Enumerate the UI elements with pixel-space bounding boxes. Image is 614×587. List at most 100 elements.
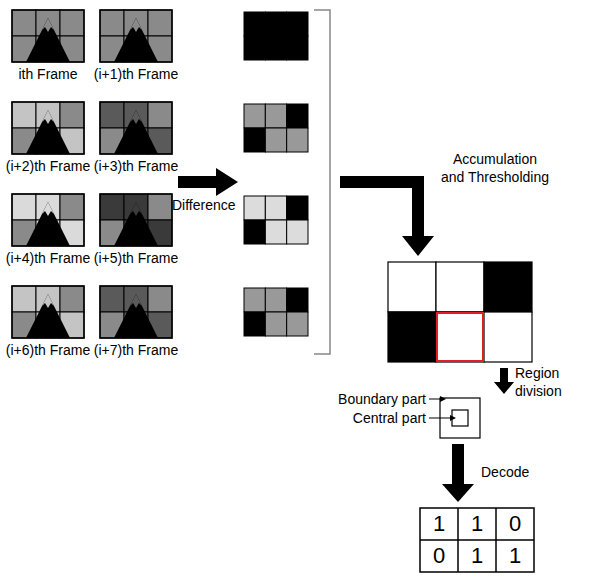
mountain bbox=[114, 294, 158, 338]
snow-cap bbox=[42, 294, 54, 308]
caption-label: (i+3)th Frame bbox=[94, 157, 178, 175]
frame-cell bbox=[148, 102, 172, 128]
frame-cell bbox=[60, 286, 84, 312]
caption-label: Accumulation and Thresholding bbox=[440, 150, 550, 186]
caption-label: Central part bbox=[353, 409, 426, 427]
frame-cell bbox=[100, 10, 124, 36]
difference-cell bbox=[287, 312, 308, 336]
mountain bbox=[114, 202, 158, 246]
frame-border bbox=[12, 102, 84, 154]
snow-cap bbox=[42, 18, 54, 32]
mountain bbox=[114, 18, 158, 62]
threshold-cell bbox=[436, 262, 484, 312]
frame-border bbox=[12, 194, 84, 246]
table-rule bbox=[495, 508, 497, 572]
frame-cell bbox=[148, 286, 172, 312]
caption-label: (i+2)th Frame bbox=[6, 157, 90, 175]
snow-cap bbox=[130, 294, 142, 308]
frame-cell bbox=[12, 102, 36, 128]
difference-cell bbox=[265, 220, 286, 244]
leader-line bbox=[429, 418, 451, 419]
caption-label: ith Frame bbox=[18, 65, 77, 83]
difference-cell bbox=[244, 312, 265, 336]
difference-cell bbox=[265, 104, 286, 128]
frame-border bbox=[100, 194, 172, 246]
difference-cell bbox=[244, 196, 265, 220]
difference-cell bbox=[265, 12, 286, 36]
snow-cap bbox=[42, 110, 54, 124]
difference-cell bbox=[244, 220, 265, 244]
mountain bbox=[26, 110, 70, 154]
generated-figures bbox=[12, 10, 532, 362]
table-rule bbox=[420, 539, 534, 541]
frame-cell bbox=[148, 194, 172, 220]
frame-border bbox=[100, 286, 172, 338]
caption-label: (i+7)th Frame bbox=[94, 341, 178, 359]
mountain bbox=[26, 294, 70, 338]
mountain bbox=[114, 110, 158, 154]
frame-cell bbox=[100, 102, 124, 128]
caption-label: Boundary part bbox=[338, 390, 426, 408]
table-cell: 0 bbox=[433, 544, 445, 568]
frame-cell bbox=[60, 10, 84, 36]
caption-label: (i+1)th Frame bbox=[94, 65, 178, 83]
snow-cap bbox=[42, 202, 54, 216]
frame-cell bbox=[12, 10, 36, 36]
accumulation-arrow bbox=[340, 176, 434, 256]
frame-cell bbox=[148, 10, 172, 36]
threshold-cell bbox=[484, 262, 532, 312]
region-arrow bbox=[494, 368, 514, 394]
table-cell: 1 bbox=[509, 544, 521, 568]
difference-cell bbox=[287, 104, 308, 128]
difference-cell bbox=[244, 36, 265, 60]
decode-table bbox=[420, 508, 534, 572]
threshold-cell bbox=[436, 312, 484, 362]
difference-cell bbox=[265, 196, 286, 220]
frame-border bbox=[12, 10, 84, 62]
frame-border bbox=[100, 10, 172, 62]
leader-head bbox=[450, 415, 456, 421]
leader-head bbox=[440, 396, 446, 402]
frame-cell bbox=[12, 194, 36, 220]
table-cell: 1 bbox=[471, 544, 483, 568]
difference-cell bbox=[244, 288, 265, 312]
table-border bbox=[420, 508, 534, 572]
difference-cell bbox=[265, 36, 286, 60]
difference-cell bbox=[244, 104, 265, 128]
caption-label: (i+6)th Frame bbox=[6, 341, 90, 359]
threshold-cell bbox=[484, 312, 532, 362]
difference-cell bbox=[287, 36, 308, 60]
difference-cell bbox=[244, 128, 265, 152]
difference-cell bbox=[265, 312, 286, 336]
frame-border bbox=[100, 102, 172, 154]
caption-label: (i+4)th Frame bbox=[6, 249, 90, 267]
difference-cell bbox=[287, 128, 308, 152]
snow-cap bbox=[130, 110, 142, 124]
selected-cell bbox=[437, 313, 483, 361]
bracket bbox=[314, 10, 330, 354]
caption-label: Region division bbox=[515, 364, 585, 400]
table-cell: 1 bbox=[433, 512, 445, 536]
caption-label: (i+5)th Frame bbox=[94, 249, 178, 267]
difference-cell bbox=[287, 288, 308, 312]
leader-line bbox=[429, 399, 441, 400]
difference-cell bbox=[287, 196, 308, 220]
table-cell: 0 bbox=[509, 512, 521, 536]
mountain bbox=[26, 18, 70, 62]
difference-cell bbox=[287, 220, 308, 244]
mountain bbox=[26, 202, 70, 246]
difference-cell bbox=[265, 128, 286, 152]
decode-arrow bbox=[442, 444, 474, 502]
frame-cell bbox=[12, 286, 36, 312]
frame-cell bbox=[60, 102, 84, 128]
table-rule bbox=[457, 508, 459, 572]
table-cell: 1 bbox=[471, 512, 483, 536]
threshold-cell bbox=[388, 312, 436, 362]
snow-cap bbox=[130, 18, 142, 32]
frame-cell bbox=[100, 286, 124, 312]
caption-label: Difference bbox=[172, 196, 236, 214]
threshold-cell bbox=[388, 262, 436, 312]
frame-cell bbox=[100, 194, 124, 220]
frame-cell bbox=[60, 194, 84, 220]
